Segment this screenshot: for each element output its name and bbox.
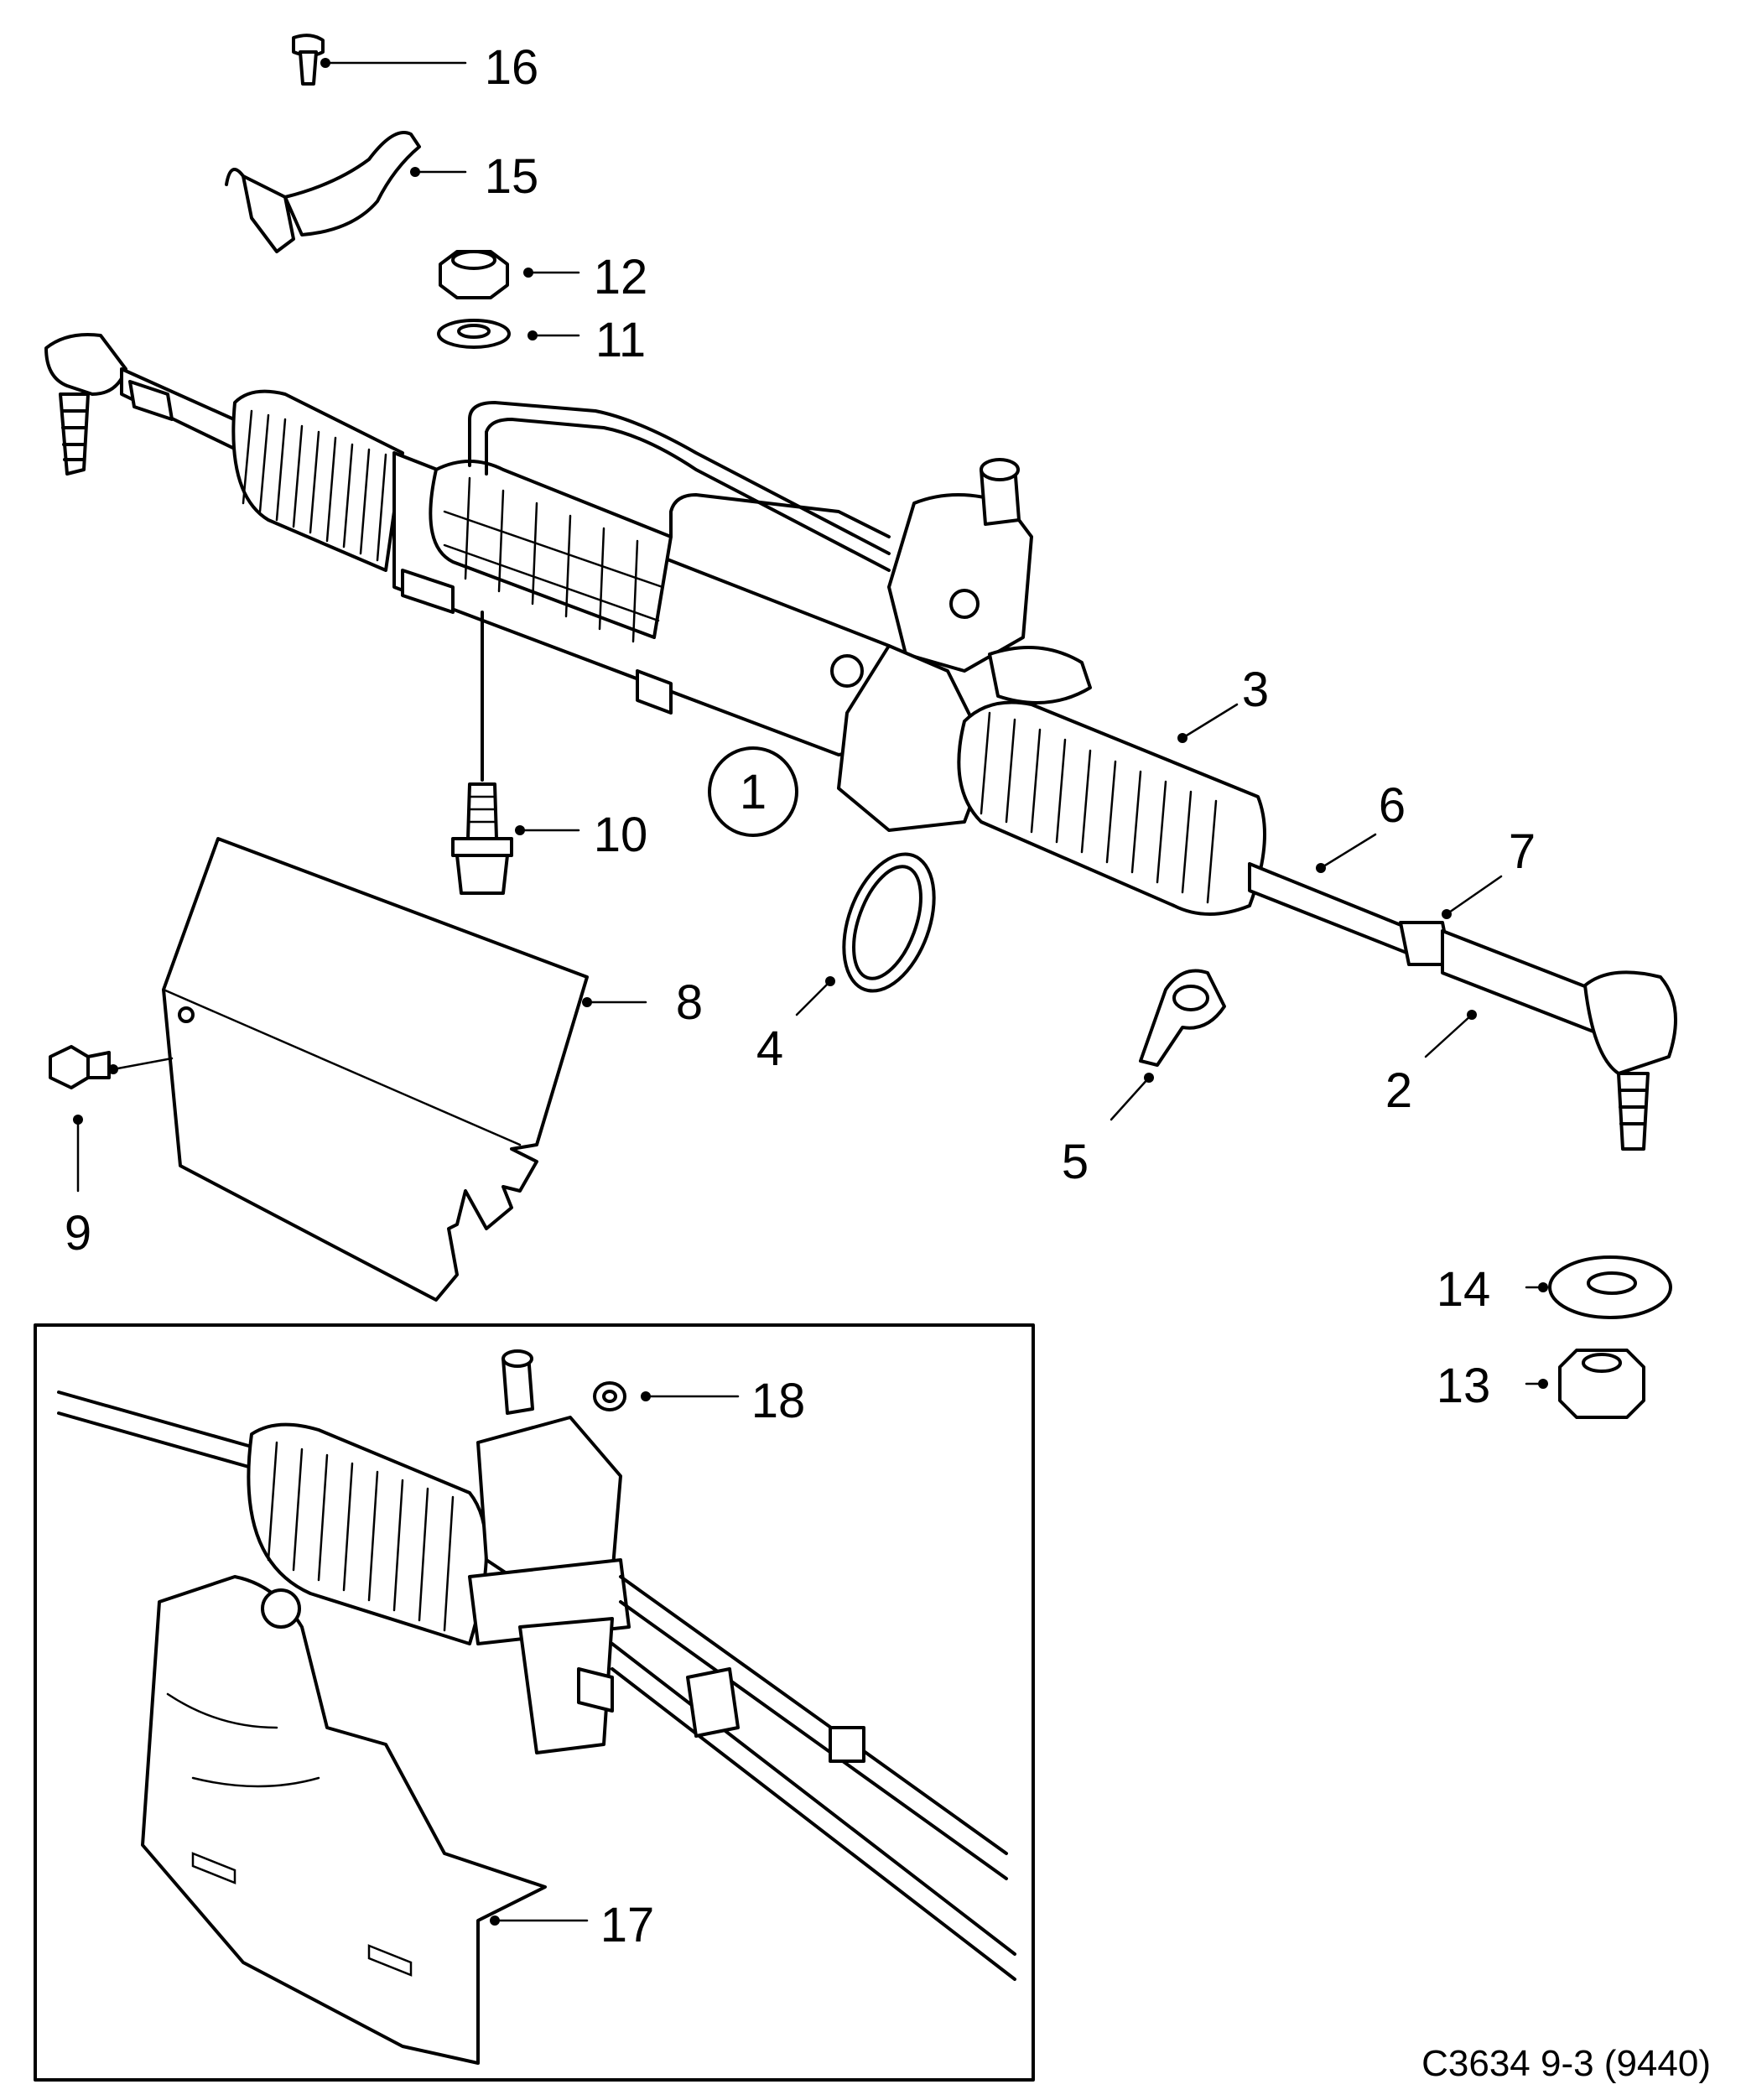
callout-7: 7 [1509,824,1536,879]
callout-18: 18 [751,1374,806,1428]
callout-13: 13 [1437,1359,1491,1413]
diagram-caption: C3634 9-3 (9440) [1421,2043,1711,2084]
nut-12-shape [439,250,509,299]
bolt-16-shape [292,34,325,86]
clip-5-shape [1139,969,1226,1067]
heat-shield-8-shape [162,837,589,1302]
callout-12: 12 [594,250,648,304]
callout-1: 1 [740,765,767,819]
callout-5: 5 [1062,1135,1089,1189]
callout-8: 8 [676,975,703,1030]
callout-10: 10 [594,808,648,862]
washer-11-shape [437,319,511,349]
bolt-9-shape [49,1045,111,1089]
washer-14-shape [1548,1255,1672,1319]
callout-4: 4 [756,1021,783,1076]
clamp-4-shape [842,852,936,993]
steering-gear-assembly [44,333,1677,1151]
callout-14: 14 [1437,1262,1491,1317]
callout-17: 17 [600,1898,655,1952]
callout-11: 11 [595,313,646,367]
callout-9: 9 [65,1206,91,1261]
callout-2: 2 [1385,1063,1412,1118]
callout-6: 6 [1379,778,1406,833]
leader-lines [73,58,1548,1926]
callout-15: 15 [485,149,539,204]
clip-15-shape [225,131,421,253]
inset-detail [34,1323,1035,2082]
bolt-10-shape [451,611,513,895]
callout-3: 3 [1242,663,1269,717]
callout-labels: 1 2 3 4 5 6 7 8 9 10 11 12 13 14 15 16 1… [65,40,1536,1952]
nut-13-shape [1558,1349,1645,1419]
callout-16: 16 [485,40,539,95]
